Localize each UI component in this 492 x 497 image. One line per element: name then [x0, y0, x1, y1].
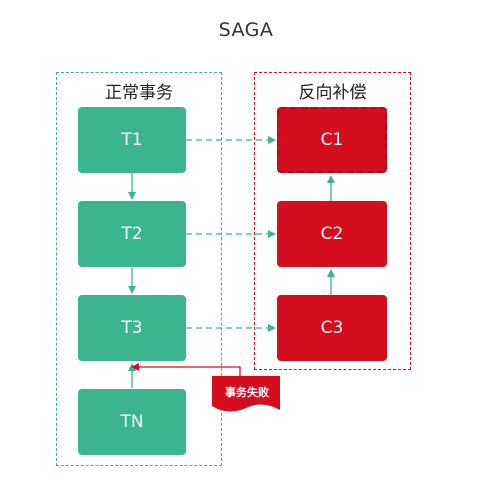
compensation-c3: C3: [277, 295, 387, 361]
diagram-title: SAGA: [218, 19, 274, 41]
transaction-t1: T1: [78, 107, 186, 173]
normal-transactions-group: [56, 72, 222, 466]
failure-flag-shape: [212, 376, 280, 412]
compensation-c2: C2: [277, 201, 387, 267]
transaction-t3: T3: [78, 295, 186, 361]
compensation-c1: C1: [277, 107, 387, 173]
transaction-tn: TN: [78, 389, 186, 455]
failure-link: [131, 363, 241, 378]
compensation-group-label: 反向补偿: [298, 83, 367, 103]
normal-transactions-label: 正常事务: [105, 83, 173, 103]
compensation-group: [254, 72, 411, 370]
transaction-t2: T2: [78, 201, 186, 267]
failure-label: 事务失败: [225, 386, 269, 399]
